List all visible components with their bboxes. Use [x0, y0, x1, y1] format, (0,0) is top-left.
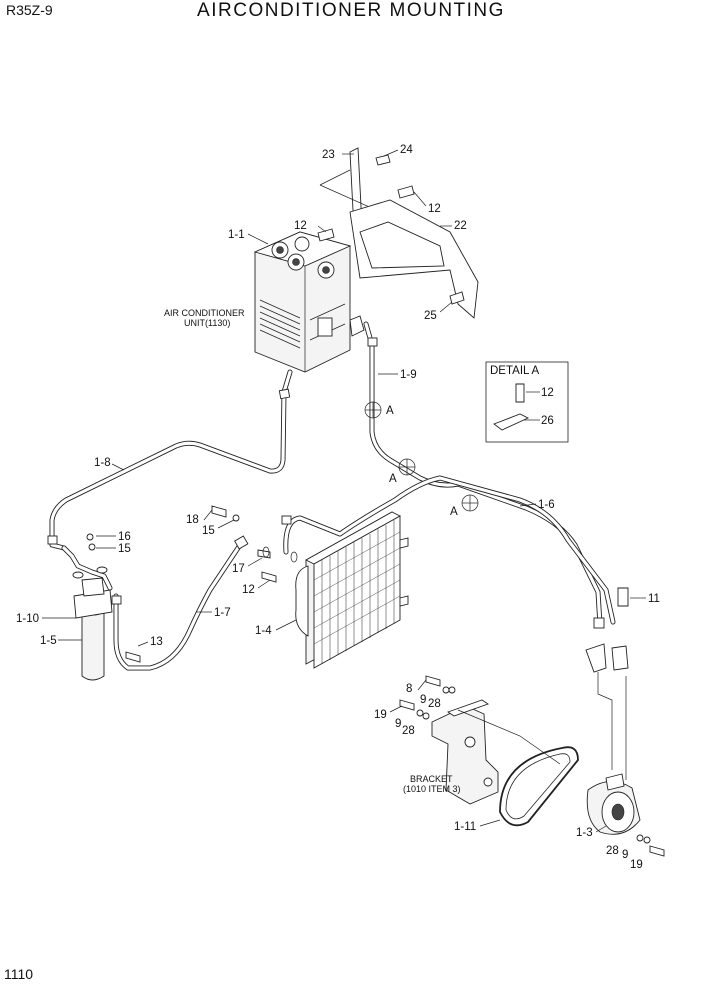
- callouts: 23 24 12 22 12 1-1 25 1-9 1-8 16 15 18 1…: [16, 144, 660, 871]
- hardware-bolts: [86, 505, 665, 857]
- callout-1-11: 1-11: [454, 821, 476, 833]
- aircon-unit-note-line2: UNIT(1130): [184, 318, 230, 328]
- callout-1-8: 1-8: [94, 457, 111, 469]
- callout-8: 8: [406, 683, 412, 695]
- callout-23: 23: [322, 149, 335, 161]
- callout-28: 28: [402, 725, 415, 737]
- detail-a-box: DETAIL A 12 26: [485, 361, 569, 443]
- callout-1-7: 1-7: [214, 607, 231, 619]
- pipe-1-8: [49, 369, 293, 551]
- page-title: AIRCONDITIONER MOUNTING: [197, 0, 505, 21]
- callout-12: 12: [242, 584, 255, 596]
- callout-25: 25: [424, 310, 437, 322]
- view-marker-globes: [364, 401, 479, 512]
- page-number: 1110: [4, 966, 34, 982]
- callout-15: 15: [118, 543, 131, 555]
- callout-12: 12: [294, 220, 307, 232]
- callout-24: 24: [400, 144, 413, 156]
- view-marker-labels: A A A: [386, 405, 458, 518]
- callout-18: 18: [186, 514, 199, 526]
- callout-9: 9: [622, 849, 628, 861]
- view-marker-a: A: [450, 506, 458, 518]
- callout-16: 16: [118, 531, 131, 543]
- callout-13: 13: [150, 636, 163, 648]
- callout-12: 12: [428, 203, 441, 215]
- callout-1-5: 1-5: [40, 635, 57, 647]
- engine-bracket: [431, 699, 499, 805]
- detail-a-title: DETAIL A: [490, 365, 540, 377]
- callout-9: 9: [420, 694, 426, 706]
- view-marker-a: A: [386, 405, 394, 417]
- callout-22: 22: [454, 220, 467, 232]
- condenser: [295, 511, 409, 669]
- bracket-22: [349, 199, 479, 319]
- callout-28: 28: [606, 845, 619, 857]
- bolts-top: [317, 154, 465, 305]
- connector-lines: [457, 672, 627, 780]
- callout-28: 28: [428, 698, 441, 710]
- pipe-1-5-link: [61, 545, 113, 591]
- pipe-fittings: [47, 337, 629, 673]
- model-code: R35Z-9: [6, 2, 53, 18]
- receiver-drier: [72, 566, 113, 681]
- callout-1-1: 1-1: [228, 229, 245, 241]
- bracket-note-line2: (1010 ITEM 3): [403, 784, 461, 794]
- callout-1-3: 1-3: [576, 827, 593, 839]
- callout-1-4: 1-4: [255, 625, 272, 637]
- callout-1-6: 1-6: [538, 499, 555, 511]
- callout-detail-12: 12: [541, 387, 554, 399]
- callout-1-9: 1-9: [400, 369, 417, 381]
- callout-11: 11: [648, 593, 660, 605]
- notes: AIR CONDITIONER UNIT(1130) BRACKET (1010…: [164, 308, 461, 794]
- aircon-unit-note-line1: AIR CONDITIONER: [164, 308, 245, 318]
- bracket-note-line1: BRACKET: [410, 774, 453, 784]
- view-marker-a: A: [389, 473, 397, 485]
- callout-17: 17: [232, 563, 245, 575]
- callout-19: 19: [630, 859, 643, 871]
- pipe-1-6: [283, 475, 616, 625]
- pipe-1-7: [113, 542, 243, 671]
- leader-lines: [42, 149, 646, 833]
- compressor: [586, 773, 641, 835]
- callout-1-10: 1-10: [16, 613, 39, 625]
- air-conditioner-unit: [253, 231, 365, 373]
- callout-15: 15: [202, 525, 215, 537]
- callout-19: 19: [374, 709, 387, 721]
- callout-9: 9: [395, 718, 401, 730]
- callout-detail-26: 26: [541, 415, 554, 427]
- belt: [499, 746, 579, 827]
